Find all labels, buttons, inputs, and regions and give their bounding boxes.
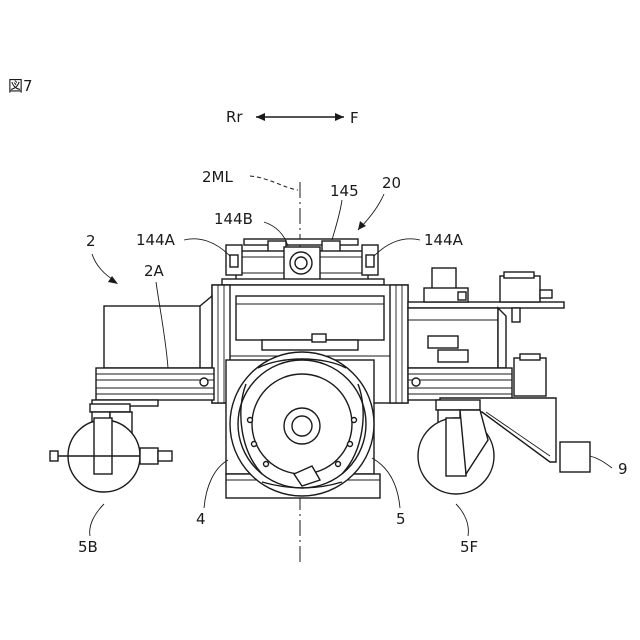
caster-front-mount bbox=[436, 400, 480, 410]
label-top-unit: 20 bbox=[382, 174, 401, 192]
leader-center-line bbox=[250, 176, 298, 190]
drum-bolt-6 bbox=[336, 462, 341, 467]
label-clamp-right: 144A bbox=[424, 231, 464, 249]
right-lower-box-panel-2 bbox=[438, 350, 468, 362]
top-plate bbox=[244, 239, 358, 245]
drum-bolt-3 bbox=[264, 462, 269, 467]
leader-caster-rear bbox=[90, 504, 104, 536]
top-hub-inner bbox=[295, 257, 307, 269]
right-comp-b-plug bbox=[540, 290, 552, 298]
right-top-deck bbox=[408, 302, 564, 308]
label-rail-top: 145 bbox=[330, 182, 359, 200]
front-block-9 bbox=[560, 442, 590, 472]
drum-assembly bbox=[226, 352, 380, 498]
caster-rear-axle-cap-r bbox=[158, 451, 172, 461]
rail-left-bolt bbox=[200, 378, 208, 386]
drum-hub-inner bbox=[292, 416, 312, 436]
leader-front-block bbox=[590, 456, 612, 468]
frame-upright-right bbox=[390, 285, 408, 403]
top-unit bbox=[222, 239, 384, 285]
left-equipment bbox=[92, 296, 214, 406]
right-comp-a-nub bbox=[458, 292, 466, 300]
frame-inner-tab bbox=[312, 334, 326, 342]
leader-clamp-right bbox=[374, 239, 420, 256]
direction-indicator: Rr F bbox=[226, 108, 359, 127]
label-frame-left: 2A bbox=[144, 262, 165, 280]
right-lower-box-panel bbox=[428, 336, 458, 348]
figure-title: 図7 bbox=[8, 77, 33, 95]
direction-arrow-right-head bbox=[335, 113, 344, 121]
front-comp-cap bbox=[520, 354, 540, 360]
right-comp-a bbox=[432, 268, 456, 290]
caster-front bbox=[418, 400, 494, 494]
direction-arrow-left-head bbox=[256, 113, 265, 121]
drum-bolt-2 bbox=[252, 442, 257, 447]
leader-caster-front bbox=[456, 504, 468, 536]
label-housing: 4 bbox=[196, 510, 206, 528]
frame-inner-box bbox=[236, 296, 384, 340]
right-comp-b-stem bbox=[512, 308, 520, 322]
left-cover-box bbox=[104, 306, 210, 368]
label-front-block: 9 bbox=[618, 460, 628, 478]
label-center-line: 2ML bbox=[202, 168, 233, 186]
clamp-right-inner bbox=[366, 255, 374, 267]
leader-housing bbox=[204, 460, 228, 508]
drum-bolt-1 bbox=[248, 418, 253, 423]
drum-bolt-4 bbox=[352, 418, 357, 423]
caster-rear bbox=[50, 404, 172, 492]
left-cover-slope bbox=[200, 296, 212, 368]
drum-bolt-5 bbox=[348, 442, 353, 447]
front-comp bbox=[514, 358, 546, 396]
leader-rail-top bbox=[332, 200, 342, 240]
label-bracket-top: 144B bbox=[214, 210, 253, 228]
direction-front-label: F bbox=[350, 109, 359, 127]
caster-rear-axle-nut bbox=[140, 448, 158, 464]
right-lower-slope bbox=[498, 308, 506, 368]
rail-right bbox=[408, 368, 512, 400]
leader-clamp-left bbox=[184, 239, 230, 256]
caster-rear-mount bbox=[90, 404, 130, 412]
caster-rear-wheel-hub bbox=[94, 418, 112, 474]
label-drum: 5 bbox=[396, 510, 406, 528]
clamp-left-inner bbox=[230, 255, 238, 267]
direction-rear-label: Rr bbox=[226, 108, 243, 126]
frame-inner-bracket bbox=[262, 340, 358, 350]
right-comp-b bbox=[500, 276, 540, 302]
label-vehicle: 2 bbox=[86, 232, 96, 250]
label-caster-rear: 5B bbox=[78, 538, 98, 556]
right-comp-b-top bbox=[504, 272, 534, 278]
caster-rear-axle-cap-l bbox=[50, 451, 58, 461]
rail-left bbox=[96, 368, 214, 400]
top-unit-base bbox=[222, 279, 384, 285]
label-caster-front: 5F bbox=[460, 538, 478, 556]
rail-right-bolt bbox=[412, 378, 420, 386]
label-clamp-left: 144A bbox=[136, 231, 176, 249]
